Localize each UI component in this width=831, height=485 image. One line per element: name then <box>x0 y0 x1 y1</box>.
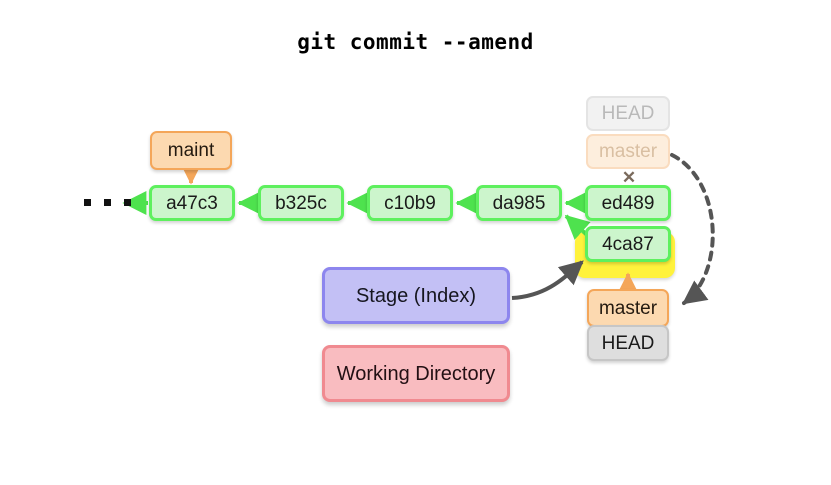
commit-node-ed489[interactable]: ed489 <box>585 185 671 221</box>
detached-x-icon: ✕ <box>621 168 637 187</box>
branch-label-master[interactable]: master <box>587 289 669 327</box>
page-title: git commit --amend <box>297 30 534 54</box>
commit-node-b325c[interactable]: b325c <box>258 185 344 221</box>
history-ellipsis <box>84 199 131 206</box>
commit-node-c10b9[interactable]: c10b9 <box>367 185 453 221</box>
stage-index-box[interactable]: Stage (Index) <box>322 267 510 324</box>
commit-node-4ca87[interactable]: 4ca87 <box>585 226 671 262</box>
link-old-master-to-new-master <box>670 153 715 305</box>
ellipsis-dot <box>84 199 91 206</box>
commit-node-da985[interactable]: da985 <box>476 185 562 221</box>
ghost-branch-label-master: master <box>586 134 670 169</box>
head-label[interactable]: HEAD <box>587 325 669 361</box>
commit-node-a47c3[interactable]: a47c3 <box>149 185 235 221</box>
branch-label-maint[interactable]: maint <box>150 131 232 170</box>
ghost-head-label: HEAD <box>586 96 670 131</box>
ellipsis-dot <box>124 199 131 206</box>
ellipsis-dot <box>104 199 111 206</box>
working-directory-box[interactable]: Working Directory <box>322 345 510 402</box>
link-stage-to-4ca87 <box>511 260 584 300</box>
